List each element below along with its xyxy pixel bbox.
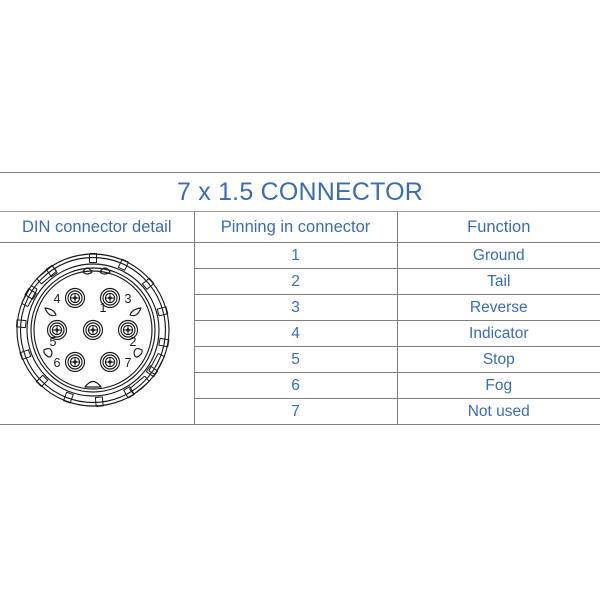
pin-function-cell: Stop: [397, 346, 600, 373]
pin-function-cell: Tail: [397, 268, 600, 295]
pin-label-6: 6: [54, 356, 61, 370]
column-header-pin: Pinning in connector: [194, 211, 398, 243]
pin-function-cell: Indicator: [397, 320, 600, 347]
din-connector-drawing: 1 2 3 4 5 6 7: [0, 246, 194, 421]
pin-label-2: 2: [130, 335, 137, 349]
pin-function-cell: Not used: [397, 398, 600, 425]
column-header-diagram: DIN connector detail: [0, 211, 195, 243]
pin-number-cell: 7: [194, 398, 398, 425]
table-row: 4 Indicator: [0, 320, 600, 347]
din-connector-icon: 1 2 3 4 5 6 7: [15, 253, 170, 408]
pin-function-cell: Reverse: [397, 294, 600, 321]
knurl-flutes: [21, 265, 165, 395]
din-connector-diagram-cell: 1 2 3 4 5 6 7: [0, 242, 195, 425]
pin-number-cell: 4: [194, 320, 398, 347]
pin-number-cell: 5: [194, 346, 398, 373]
pin-number-cell: 2: [194, 268, 398, 295]
pin-sockets: [46, 287, 139, 373]
page-title: 7 x 1.5 CONNECTOR: [0, 172, 600, 212]
table-header-row: DIN connector detail Pinning in connecto…: [0, 211, 600, 243]
table-row: 2 Tail: [0, 268, 600, 295]
pin-label-5: 5: [50, 335, 57, 349]
pin-label-7: 7: [125, 356, 132, 370]
table-row: 6 Fog: [0, 372, 600, 399]
pin-number-labels: 1 2 3 4 5 6 7: [50, 292, 137, 370]
pin-number-cell: 3: [194, 294, 398, 321]
pin-function-cell: Ground: [397, 242, 600, 269]
column-header-function: Function: [397, 211, 600, 243]
pin-label-3: 3: [125, 292, 132, 306]
pin-number-cell: 1: [194, 242, 398, 269]
connector-pinning-table: 7 x 1.5 CONNECTOR DIN connector detail P…: [0, 172, 600, 425]
pin-number-cell: 6: [194, 372, 398, 399]
keyway-features: [43, 267, 143, 388]
table-title-row: 7 x 1.5 CONNECTOR: [0, 172, 600, 212]
table-row: 7 Not used: [0, 398, 600, 425]
pin-label-1: 1: [100, 301, 107, 315]
pin-function-cell: Fog: [397, 372, 600, 399]
table-row: 1 2 3 4 5 6 7 1 Ground: [0, 242, 600, 425]
pin-label-4: 4: [54, 292, 61, 306]
